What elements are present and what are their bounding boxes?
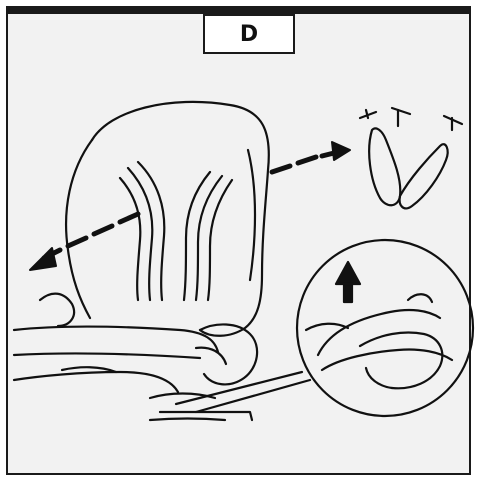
detail-callout-icon [176, 240, 473, 416]
retaining-clip-icon [360, 108, 462, 208]
lift-up-arrow-icon [336, 262, 360, 302]
